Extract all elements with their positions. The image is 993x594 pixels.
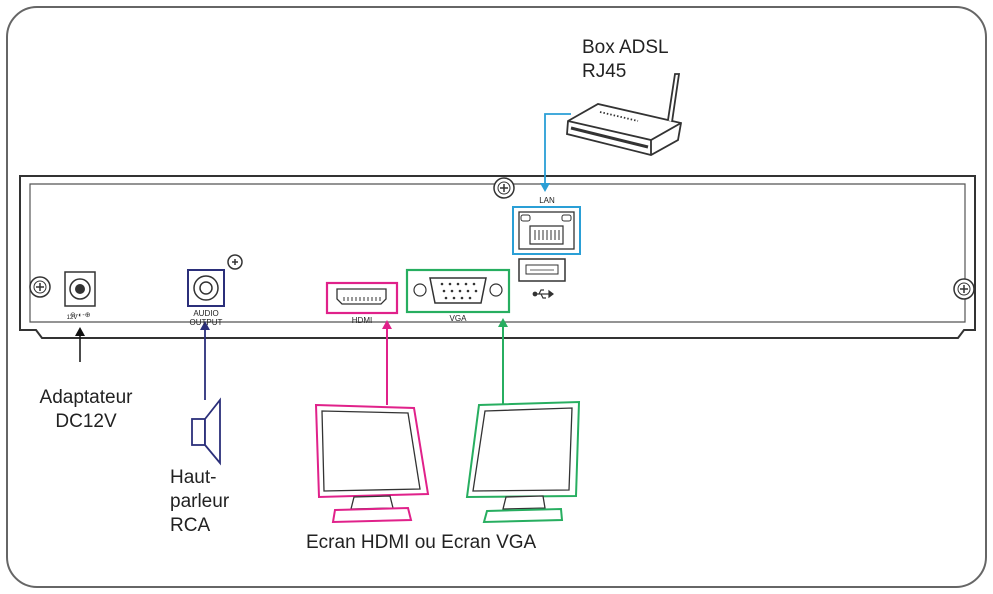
- recorder-inner-edge: [29, 183, 966, 323]
- screw-icon: [227, 254, 243, 270]
- hdmi-port-label: HDMI: [351, 316, 373, 325]
- screw-icon: [493, 177, 515, 199]
- router-label: Box ADSL RJ45: [582, 37, 669, 82]
- screens-label: Ecran HDMI ou Ecran VGA: [306, 532, 537, 553]
- lan-connector-line: [544, 113, 571, 190]
- rj45-port-icon: [512, 206, 581, 255]
- screw-icon: [29, 276, 51, 298]
- monitor-icon: [465, 400, 581, 524]
- power-arrow: [75, 327, 85, 336]
- audio-output-port: [187, 269, 225, 307]
- lan-port-label: LAN: [539, 196, 555, 205]
- recorder-back-panel: [19, 175, 976, 339]
- svg-text:⊖-◐-⊕: ⊖-◐-⊕: [70, 312, 91, 319]
- usb-port: [518, 258, 566, 282]
- adapter-label: Adaptateur DC12V: [39, 387, 133, 432]
- monitor-icon: [314, 403, 430, 524]
- power-port-label: 12V: [66, 315, 78, 321]
- speaker-icon: [191, 397, 221, 466]
- power-jack-icon: ⊖-◐-⊕: [64, 271, 96, 319]
- audio-arrow: [200, 321, 210, 330]
- speaker-label: Haut- parleur RCA: [170, 467, 230, 536]
- vga-port: [405, 268, 511, 314]
- usb-icon: [532, 289, 554, 299]
- hdmi-port: [325, 281, 399, 315]
- lan-arrow: [540, 183, 550, 192]
- vga-port-label: VGA: [449, 314, 467, 323]
- screw-icon: [953, 278, 975, 300]
- router-icon: [566, 73, 683, 156]
- hdmi-arrow: [382, 320, 392, 329]
- audio-port-label: AUDIO OUTPUT: [189, 309, 223, 327]
- vga-arrow: [498, 318, 508, 327]
